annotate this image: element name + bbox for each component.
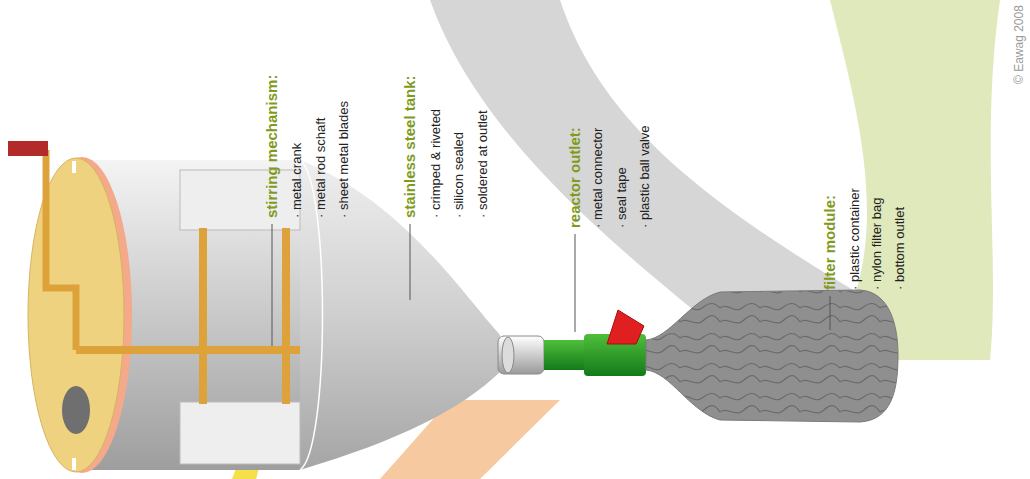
part-detail: · plastic container (847, 188, 863, 290)
part-detail: · sheet metal blades (336, 101, 352, 218)
part-detail: · seal tape (614, 167, 630, 228)
part-heading: stainless steel tank: (401, 75, 419, 218)
part-heading: stirring mechanism: (263, 75, 281, 218)
part-detail: · metal connector (590, 128, 606, 228)
part-detail: · silicon sealed (451, 132, 467, 218)
part-detail: · bottom outlet (892, 207, 908, 290)
watermark: © Eawag 2008 (1012, 5, 1026, 84)
part-heading: reactor outlet: (566, 127, 584, 228)
part-detail: · metal crank (289, 143, 305, 218)
part-detail: · soldered at outlet (475, 110, 491, 218)
part-detail: · nylon filter bag (869, 198, 885, 291)
part-detail: · metal rod schaft (313, 118, 329, 218)
part-heading: filter module: (821, 195, 839, 290)
part-detail: · plastic ball valve (637, 125, 653, 228)
part-detail: · crimped & riveted (428, 109, 444, 218)
